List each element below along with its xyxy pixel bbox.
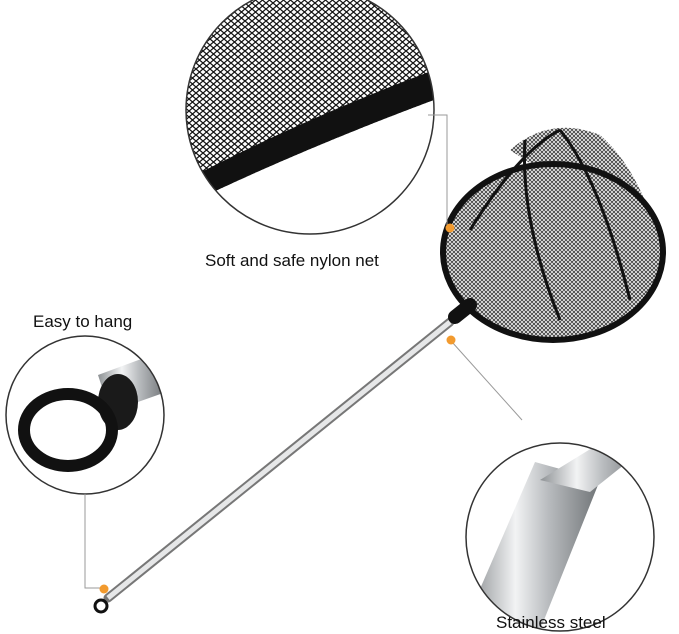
hang-detail-circle (5, 335, 165, 495)
steel-detail-circle (465, 442, 655, 632)
steel-marker-dot (446, 335, 456, 345)
handle (93, 298, 477, 614)
callout-connectors (84, 114, 523, 594)
steel-callout-label: Stainless steel (496, 613, 606, 632)
hang-marker-dot (99, 584, 109, 594)
net-marker-dot (445, 223, 455, 233)
hang-callout-label: Easy to hang (33, 312, 133, 331)
net-detail-circle (185, 0, 435, 235)
net-callout-label: Soft and safe nylon net (205, 251, 379, 270)
net-hoop (440, 127, 666, 343)
